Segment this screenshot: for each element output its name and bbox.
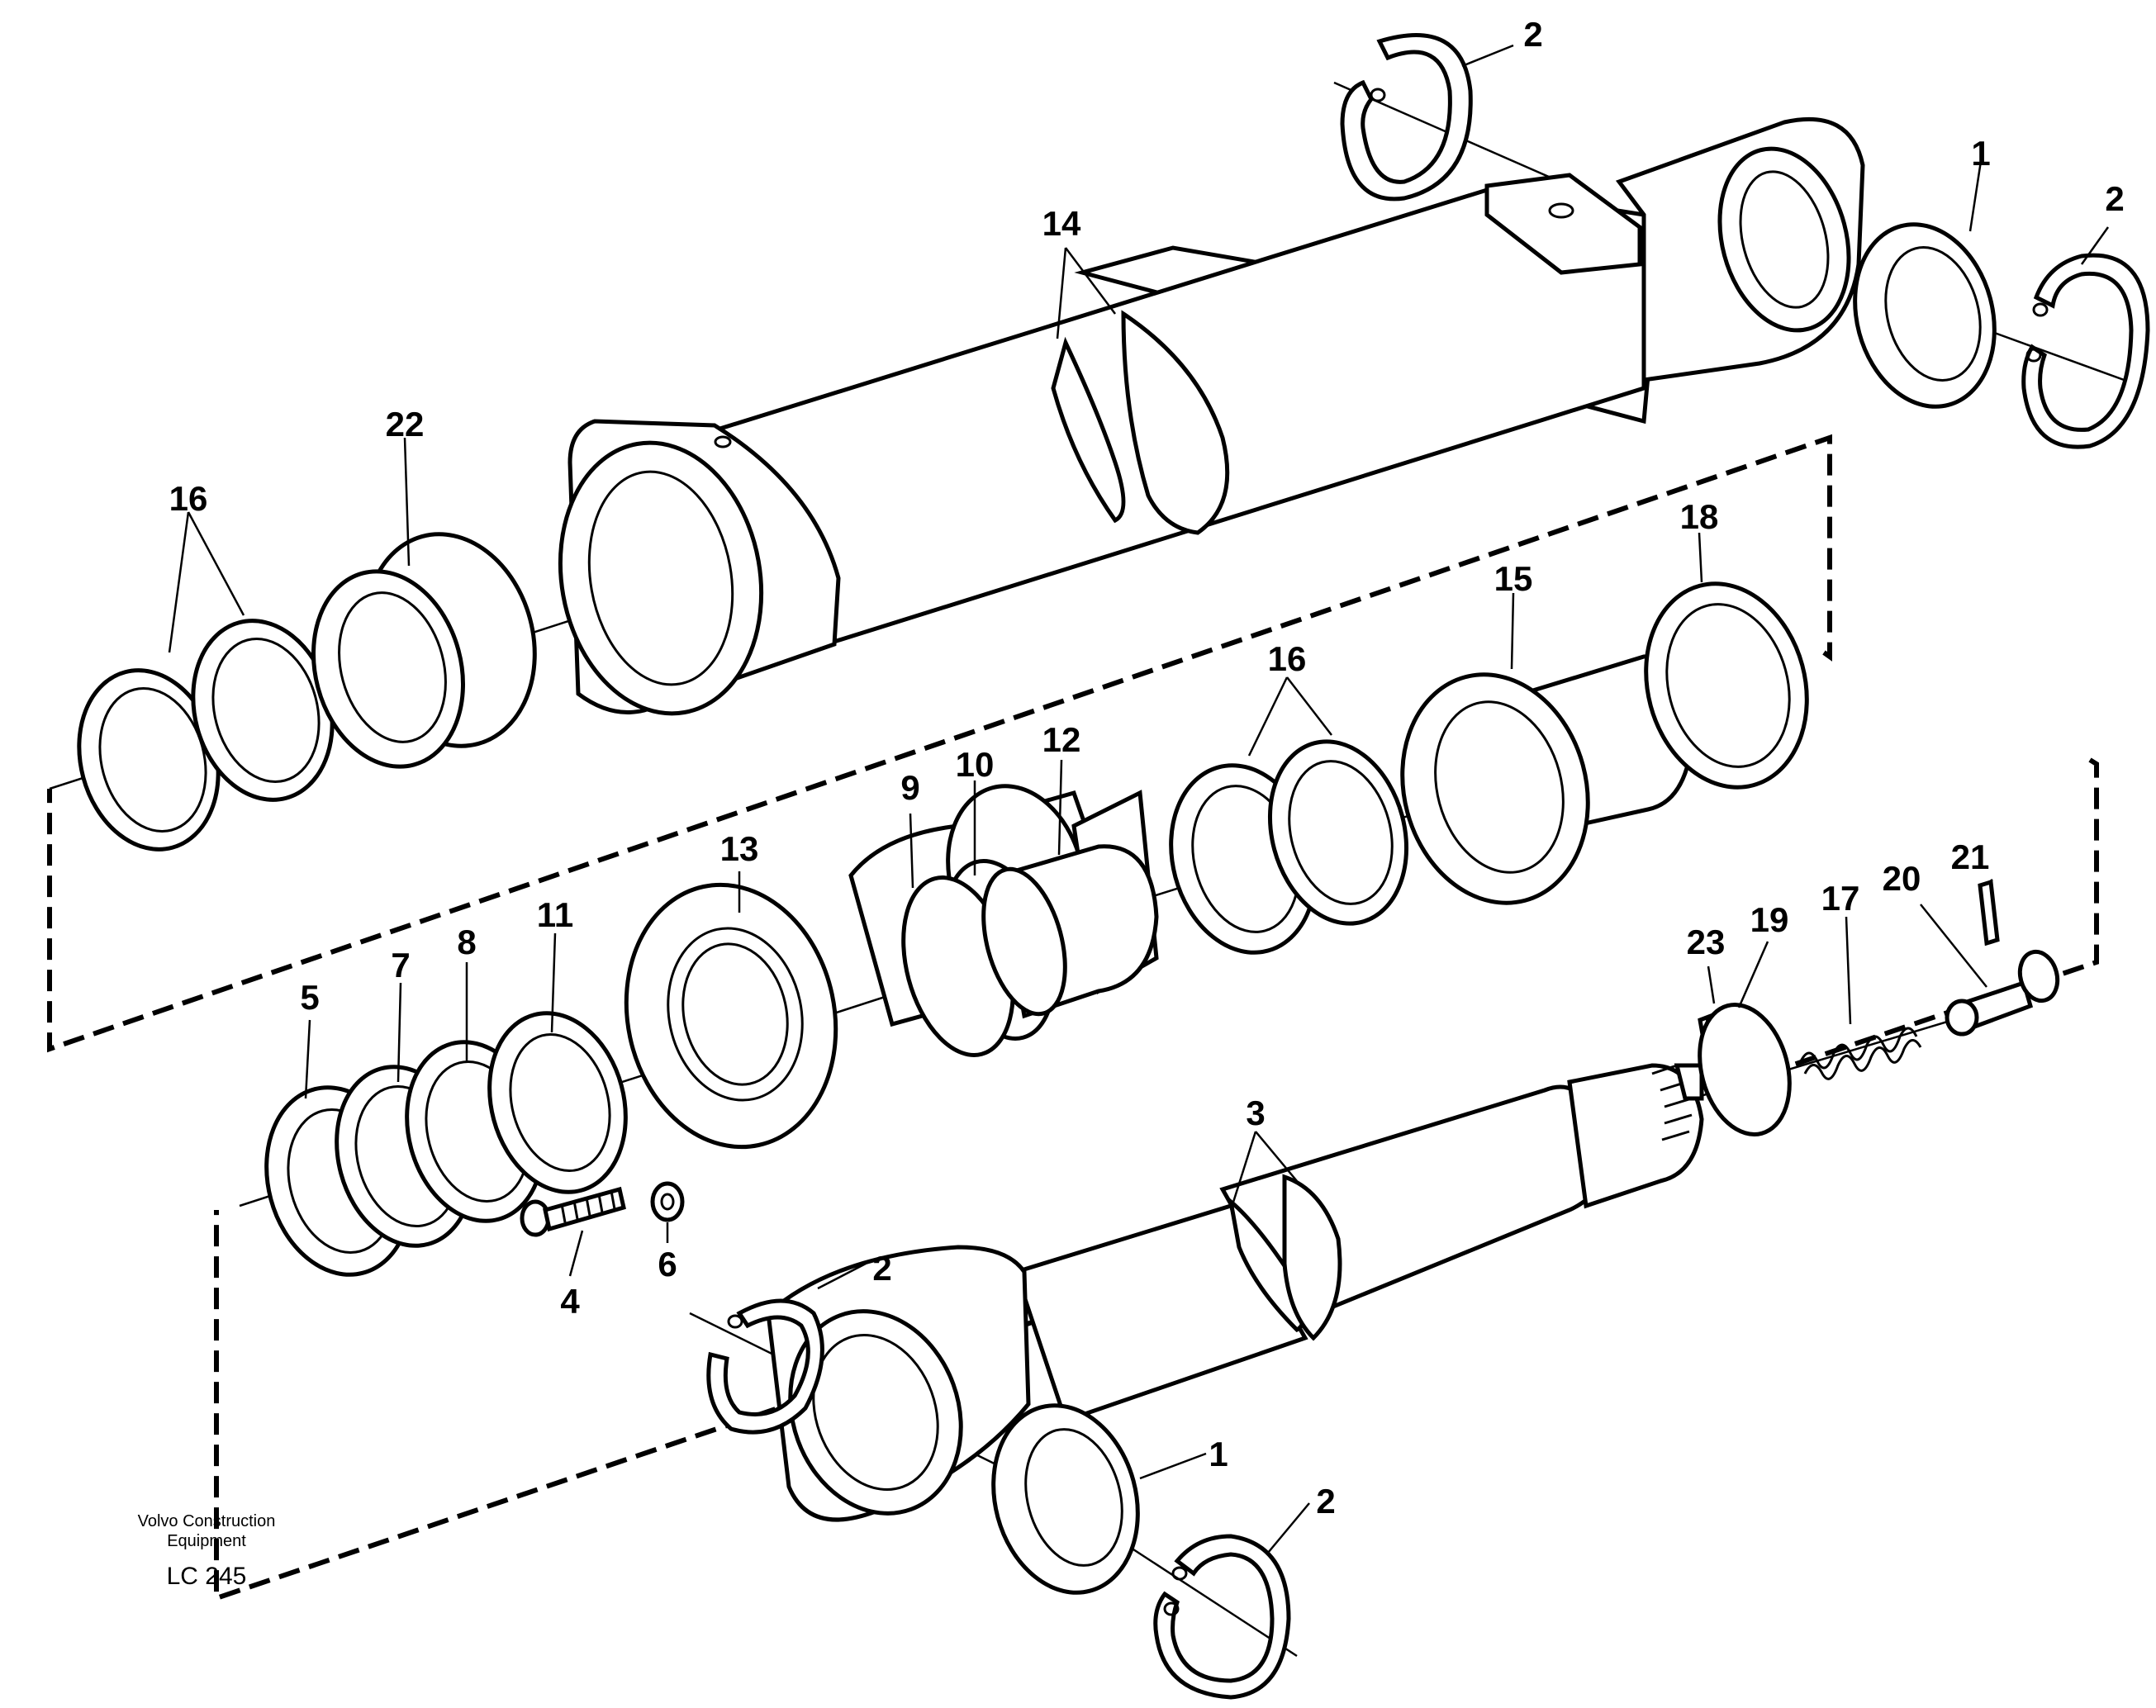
ring-16-mid-inner <box>1267 739 1409 926</box>
circlip-2-top <box>1340 33 1473 202</box>
callout-20: 20 <box>1883 859 1921 898</box>
callout-23: 23 <box>1687 923 1726 961</box>
seal-22 <box>311 532 537 769</box>
circlip-2-right <box>2021 253 2150 449</box>
assembly-bracket-upper <box>47 434 1832 1053</box>
pin-21 <box>1978 879 2000 947</box>
piston-15 <box>1400 654 1696 905</box>
leader-lines <box>168 44 2110 1554</box>
ring-11 <box>487 1011 628 1194</box>
callout-11: 11 <box>537 895 573 934</box>
callout-19: 19 <box>1750 900 1789 939</box>
callout-16-mid: 16 <box>1268 639 1307 678</box>
callout-1-bottom: 1 <box>1209 1435 1228 1473</box>
washer-6 <box>650 1181 685 1222</box>
callout-14: 14 <box>1042 204 1081 243</box>
callout-8: 8 <box>457 923 476 961</box>
callout-1-top: 1 <box>1971 134 1990 173</box>
callout-10: 10 <box>956 745 995 784</box>
caption-manufacturer-line1: Volvo Construction <box>138 1512 276 1530</box>
callout-6: 6 <box>658 1245 677 1283</box>
circlip-2-bottom-right <box>1153 1534 1291 1700</box>
ring-18 <box>1644 581 1809 790</box>
caption-diagram-code: LC 245 <box>167 1563 247 1590</box>
callout-2-bottom-left: 2 <box>872 1249 891 1288</box>
bearing-1-top <box>1853 222 1997 409</box>
cylinder-barrel <box>558 116 1865 716</box>
callout-21: 21 <box>1951 837 1990 876</box>
valve-pin-20 <box>1945 949 2060 1037</box>
callout-2-top: 2 <box>1523 15 1542 54</box>
circlip-2-bottom-left <box>706 1298 824 1435</box>
callout-16-top: 16 <box>169 479 208 518</box>
assembly-bracket-lower <box>214 757 2099 1602</box>
callout-18: 18 <box>1680 497 1719 536</box>
spacer-12 <box>981 844 1159 1019</box>
spring-17 <box>1799 1027 1922 1080</box>
callout-labels: 2 1 2 14 22 16 18 15 16 12 10 9 13 11 8 … <box>169 15 2125 1521</box>
callout-13: 13 <box>720 829 759 868</box>
callout-17: 17 <box>1821 879 1860 918</box>
callout-4: 4 <box>560 1282 580 1321</box>
bearing-1-bottom <box>991 1403 1140 1595</box>
caption-block: Volvo Construction Equipment LC 245 <box>138 1512 276 1590</box>
callout-15: 15 <box>1494 559 1533 598</box>
ring-19 <box>1698 1003 1792 1136</box>
callout-7: 7 <box>391 946 410 984</box>
piston-rod <box>766 1063 1704 1522</box>
callout-12: 12 <box>1042 720 1081 759</box>
callout-22: 22 <box>386 405 425 444</box>
callout-2-right: 2 <box>2105 179 2124 218</box>
screw-4 <box>520 1186 626 1237</box>
caption-manufacturer-line2: Equipment <box>167 1532 246 1550</box>
callout-2-bottom-right: 2 <box>1316 1482 1335 1521</box>
callout-5: 5 <box>300 978 319 1017</box>
callout-3: 3 <box>1246 1094 1265 1132</box>
callout-9: 9 <box>900 768 919 807</box>
